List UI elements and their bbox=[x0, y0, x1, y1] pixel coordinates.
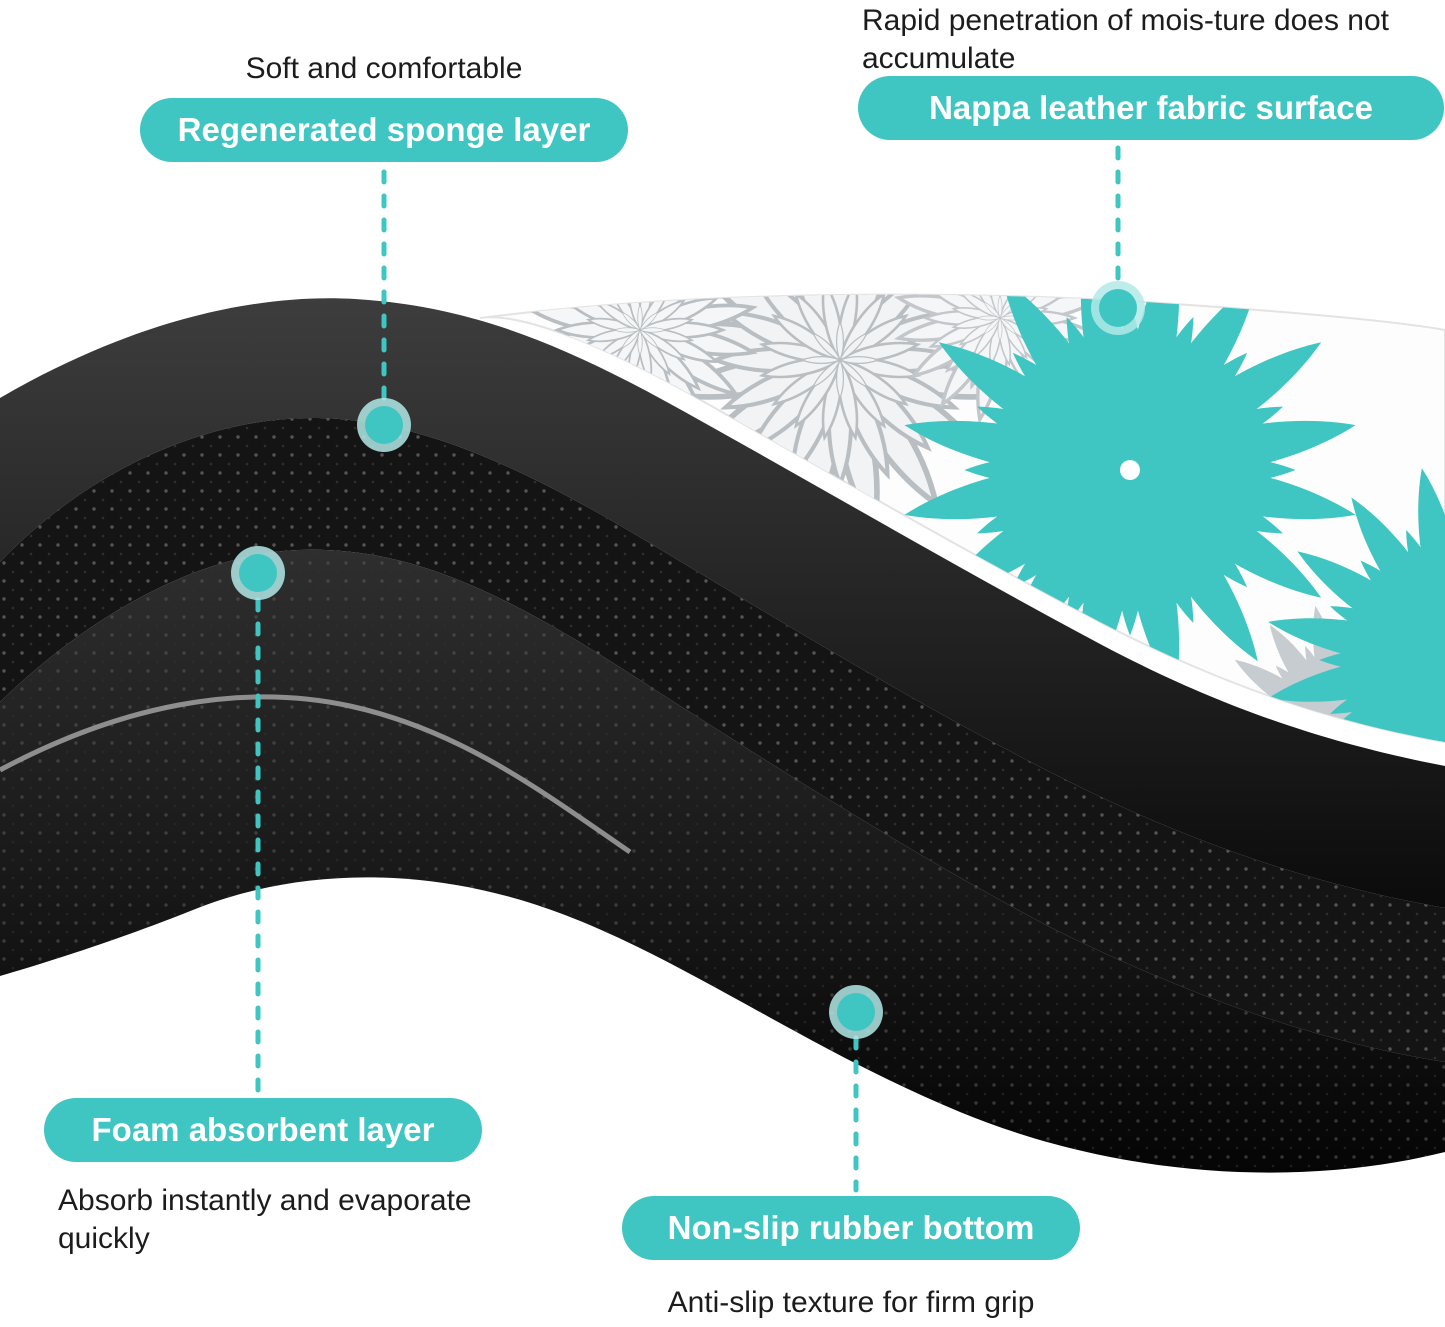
foam-layer-label: Foam absorbent layer bbox=[44, 1098, 482, 1162]
rubber-layer-shape bbox=[0, 549, 1445, 1173]
callout-dot-sponge bbox=[357, 398, 411, 452]
sponge-note: Soft and comfortable bbox=[245, 52, 523, 85]
foam-note: Absorb instantly and evaporate quickly bbox=[58, 1184, 472, 1256]
surface-layer-label: Nappa leather fabric surface bbox=[858, 76, 1444, 140]
foam-layer-shape bbox=[0, 417, 1445, 1062]
callout-dot-foam bbox=[231, 546, 285, 600]
sponge-layer-shape bbox=[0, 298, 1445, 908]
fabric-surface bbox=[479, 151, 1445, 789]
sponge-layer-label: Regenerated sponge layer bbox=[140, 98, 628, 162]
seam-line bbox=[0, 694, 632, 855]
rubber-layer-label: Non-slip rubber bottom bbox=[622, 1196, 1080, 1260]
surface-note: Rapid penetration of mois-ture does not … bbox=[862, 4, 1389, 76]
rubber-note: Anti-slip texture for firm grip bbox=[667, 1286, 1035, 1319]
callout-dot-surface bbox=[1091, 281, 1145, 335]
callout-dot-rubber bbox=[829, 985, 883, 1039]
flower-teal-main bbox=[811, 151, 1445, 789]
